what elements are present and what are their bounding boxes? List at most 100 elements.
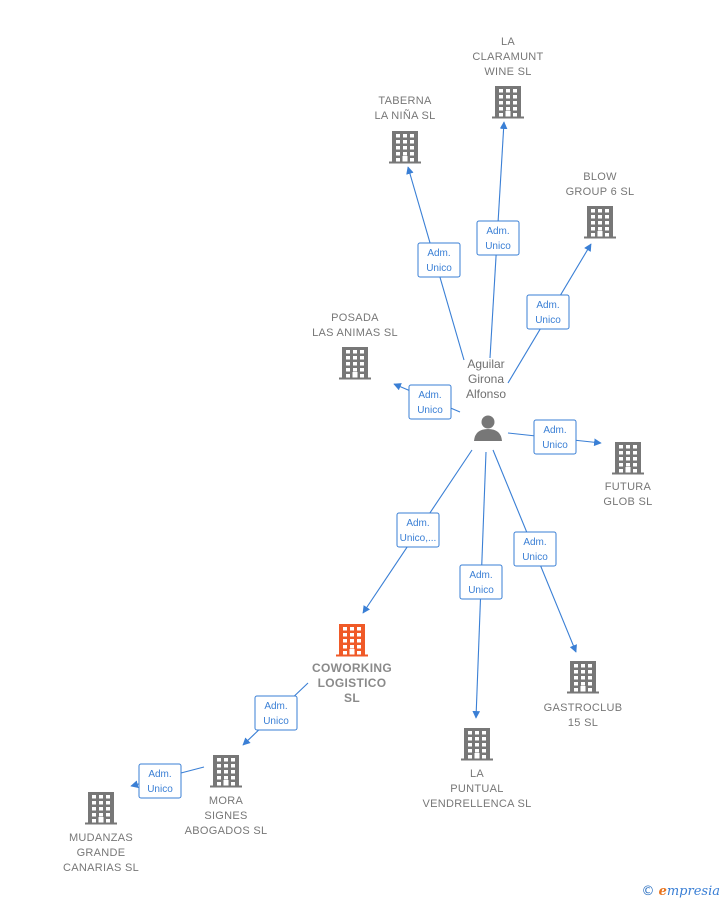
edge-label-box[interactable]	[513, 531, 557, 567]
building-window	[92, 813, 96, 817]
edge-label-box[interactable]	[533, 419, 577, 455]
edge-label-box[interactable]	[526, 294, 570, 330]
building-icon[interactable]	[612, 442, 644, 475]
building-door	[474, 753, 480, 760]
building-base	[461, 758, 493, 761]
building-window	[106, 807, 110, 811]
building-door	[625, 467, 631, 474]
building-window	[92, 807, 96, 811]
building-window	[346, 374, 350, 378]
building-window	[581, 664, 585, 668]
building-window	[581, 676, 585, 680]
edge-label-futura[interactable]: Adm.Unico	[533, 419, 577, 455]
building-window	[499, 95, 503, 99]
building-icon[interactable]	[492, 86, 524, 119]
building-window	[499, 101, 503, 105]
edge-label-box[interactable]	[408, 384, 452, 420]
building-window	[581, 670, 585, 674]
edge-label-mudanzas[interactable]: Adm.Unico	[138, 763, 182, 799]
building-icon[interactable]	[336, 624, 368, 657]
building-window	[499, 107, 503, 111]
edge-label-text: Unico	[417, 405, 443, 416]
building-window	[591, 221, 595, 225]
building-base	[339, 377, 371, 380]
edge-label-box[interactable]	[476, 220, 520, 256]
edge-label-text: Adm.	[418, 390, 441, 401]
building-window	[353, 356, 357, 360]
building-window	[506, 107, 510, 111]
building-window	[353, 350, 357, 354]
edge-label-puntual[interactable]: Adm.Unico	[459, 564, 503, 600]
company-label: LA	[470, 768, 484, 780]
building-window	[598, 221, 602, 225]
building-window	[357, 645, 361, 649]
building-window	[350, 633, 354, 637]
building-window	[343, 633, 347, 637]
brand-initial: e	[658, 884, 667, 899]
building-door	[352, 372, 358, 379]
company-label: CLARAMUNT	[472, 51, 543, 63]
building-base	[85, 822, 117, 825]
company-label: ABOGADOS SL	[185, 825, 268, 837]
edge-label-box[interactable]	[138, 763, 182, 799]
building-icon[interactable]	[584, 206, 616, 239]
building-window	[231, 782, 235, 786]
building-window	[224, 776, 228, 780]
company-label: BLOW	[583, 171, 617, 183]
edge-label-box[interactable]	[459, 564, 503, 600]
company-node-puntual[interactable]: LA PUNTUAL VENDRELLENCA SL	[422, 728, 531, 810]
company-label: LA NIÑA SL	[374, 109, 435, 122]
building-window	[224, 758, 228, 762]
building-icon[interactable]	[461, 728, 493, 761]
building-window	[482, 737, 486, 741]
company-label: VENDRELLENCA SL	[422, 798, 531, 810]
edge-label-claramunt[interactable]: Adm.Unico	[476, 220, 520, 256]
building-window	[217, 782, 221, 786]
building-window	[346, 350, 350, 354]
edge-label-mora[interactable]: Adm.Unico	[254, 695, 298, 731]
building-icon[interactable]	[567, 661, 599, 694]
building-window	[591, 209, 595, 213]
building-window	[224, 770, 228, 774]
edge-label-text: Unico	[468, 585, 494, 596]
building-window	[343, 645, 347, 649]
building-window	[403, 146, 407, 150]
building-window	[410, 140, 414, 144]
person-label: Alfonso	[466, 387, 506, 401]
building-window	[506, 95, 510, 99]
company-label: PUNTUAL	[450, 783, 503, 795]
building-window	[633, 451, 637, 455]
edge-label-coworking[interactable]: Adm.Unico,...	[396, 512, 440, 548]
building-window	[591, 227, 595, 231]
building-window	[353, 368, 357, 372]
building-window	[403, 140, 407, 144]
edge-label-text: Unico	[263, 716, 289, 727]
edge-label-box[interactable]	[254, 695, 298, 731]
edge-label-box[interactable]	[417, 242, 461, 278]
building-window	[605, 227, 609, 231]
company-label: GASTROCLUB	[544, 702, 623, 714]
building-window	[360, 356, 364, 360]
building-window	[92, 801, 96, 805]
edge-labels-layer: Adm.UnicoAdm.UnicoAdm.UnicoAdm.UnicoAdm.…	[138, 220, 577, 799]
building-icon[interactable]	[389, 131, 421, 164]
edge-label-box[interactable]	[396, 512, 440, 548]
edge-label-posada[interactable]: Adm. Unico	[408, 384, 452, 420]
edge-label-taberna[interactable]: Adm.Unico	[417, 242, 461, 278]
building-icon[interactable]	[210, 755, 242, 788]
building-icon[interactable]	[85, 792, 117, 825]
building-door	[580, 686, 586, 693]
edge-label-gastroclub[interactable]: Adm.Unico	[513, 531, 557, 567]
edge-label-blow[interactable]: Adm.Unico	[526, 294, 570, 330]
building-icon[interactable]	[339, 347, 371, 380]
